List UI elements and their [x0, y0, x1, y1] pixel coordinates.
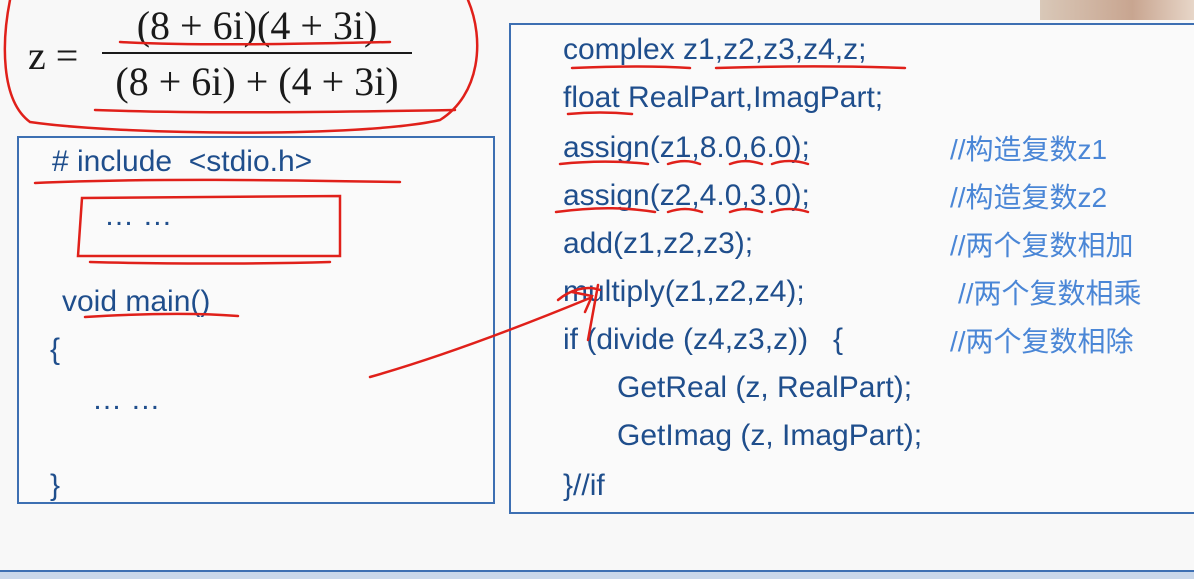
code-line-end-if: }//if: [563, 469, 605, 502]
fraction-bar: [102, 52, 412, 54]
ink-underline-denominator: [93, 108, 457, 114]
comment-divide: //两个复数相除: [950, 326, 1134, 357]
ink-underline-complex: [570, 65, 692, 70]
ink-underline-3: [770, 207, 810, 214]
ink-underline-assign1: [558, 160, 650, 166]
ink-underline-ellipsis: [88, 260, 332, 265]
ink-scribble-multiply: [556, 283, 602, 342]
ink-arrow: [368, 290, 594, 379]
ink-underline-8: [728, 159, 764, 166]
ink-underline-z1: [666, 159, 702, 166]
ink-underline-assign2: [554, 207, 657, 214]
code-line-assign-z2: assign(z2,4.0,3.0);: [563, 179, 810, 212]
fraction: (8 + 6i)(4 + 3i) (8 + 6i) + (4 + 3i): [102, 2, 412, 108]
ink-underline-float: [566, 111, 634, 116]
code-void-main: void main(): [62, 285, 211, 318]
code-line-if-divide: if (divide (z4,z3,z)) {: [563, 323, 844, 356]
ink-rect-ellipsis: [76, 194, 342, 258]
ink-underline-z2: [666, 207, 704, 214]
slide-bottom-bar: [0, 570, 1194, 579]
formula: z = (8 + 6i)(4 + 3i) (8 + 6i) + (4 + 3i): [10, 2, 470, 122]
formula-lhs: z =: [28, 33, 79, 78]
code-line-add: add(z1,z2,z3);: [563, 227, 754, 260]
code-ellipsis-2: … …: [92, 383, 161, 416]
ink-underline-vars: [714, 65, 907, 70]
code-open-brace: {: [50, 333, 61, 366]
comment-add: //两个复数相加: [950, 230, 1134, 261]
complex-code-box: [509, 23, 1194, 514]
formula-numerator: (8 + 6i)(4 + 3i): [136, 3, 378, 48]
code-line-getimag: GetImag (z, ImagPart);: [617, 419, 923, 452]
code-line-multiply: multiply(z1,z2,z4);: [563, 275, 805, 308]
webcam-overlay: [1040, 0, 1194, 20]
ink-underline-main: [83, 312, 240, 319]
code-include: # include <stdio.h>: [52, 145, 313, 178]
ink-underline-6: [770, 159, 810, 166]
formula-denominator: (8 + 6i) + (4 + 3i): [115, 59, 399, 104]
code-close-brace: }: [50, 469, 61, 502]
ink-underline-include: [33, 178, 402, 185]
comment-construct-z1: //构造复数z1: [950, 134, 1108, 165]
comment-construct-z2: //构造复数z2: [950, 182, 1108, 213]
ink-underline-numerator: [118, 40, 392, 46]
ink-underline-4: [728, 207, 764, 214]
code-line-declare-complex: complex z1,z2,z3,z4,z;: [563, 33, 867, 66]
comment-multiply: //两个复数相乘: [958, 278, 1142, 309]
code-line-getreal: GetReal (z, RealPart);: [617, 371, 913, 404]
code-line-declare-float: float RealPart,ImagPart;: [563, 81, 884, 114]
ink-circle-formula: [3, 0, 479, 134]
code-line-assign-z1: assign(z1,8.0,6.0);: [563, 131, 810, 164]
code-ellipsis-1: … …: [104, 199, 173, 232]
